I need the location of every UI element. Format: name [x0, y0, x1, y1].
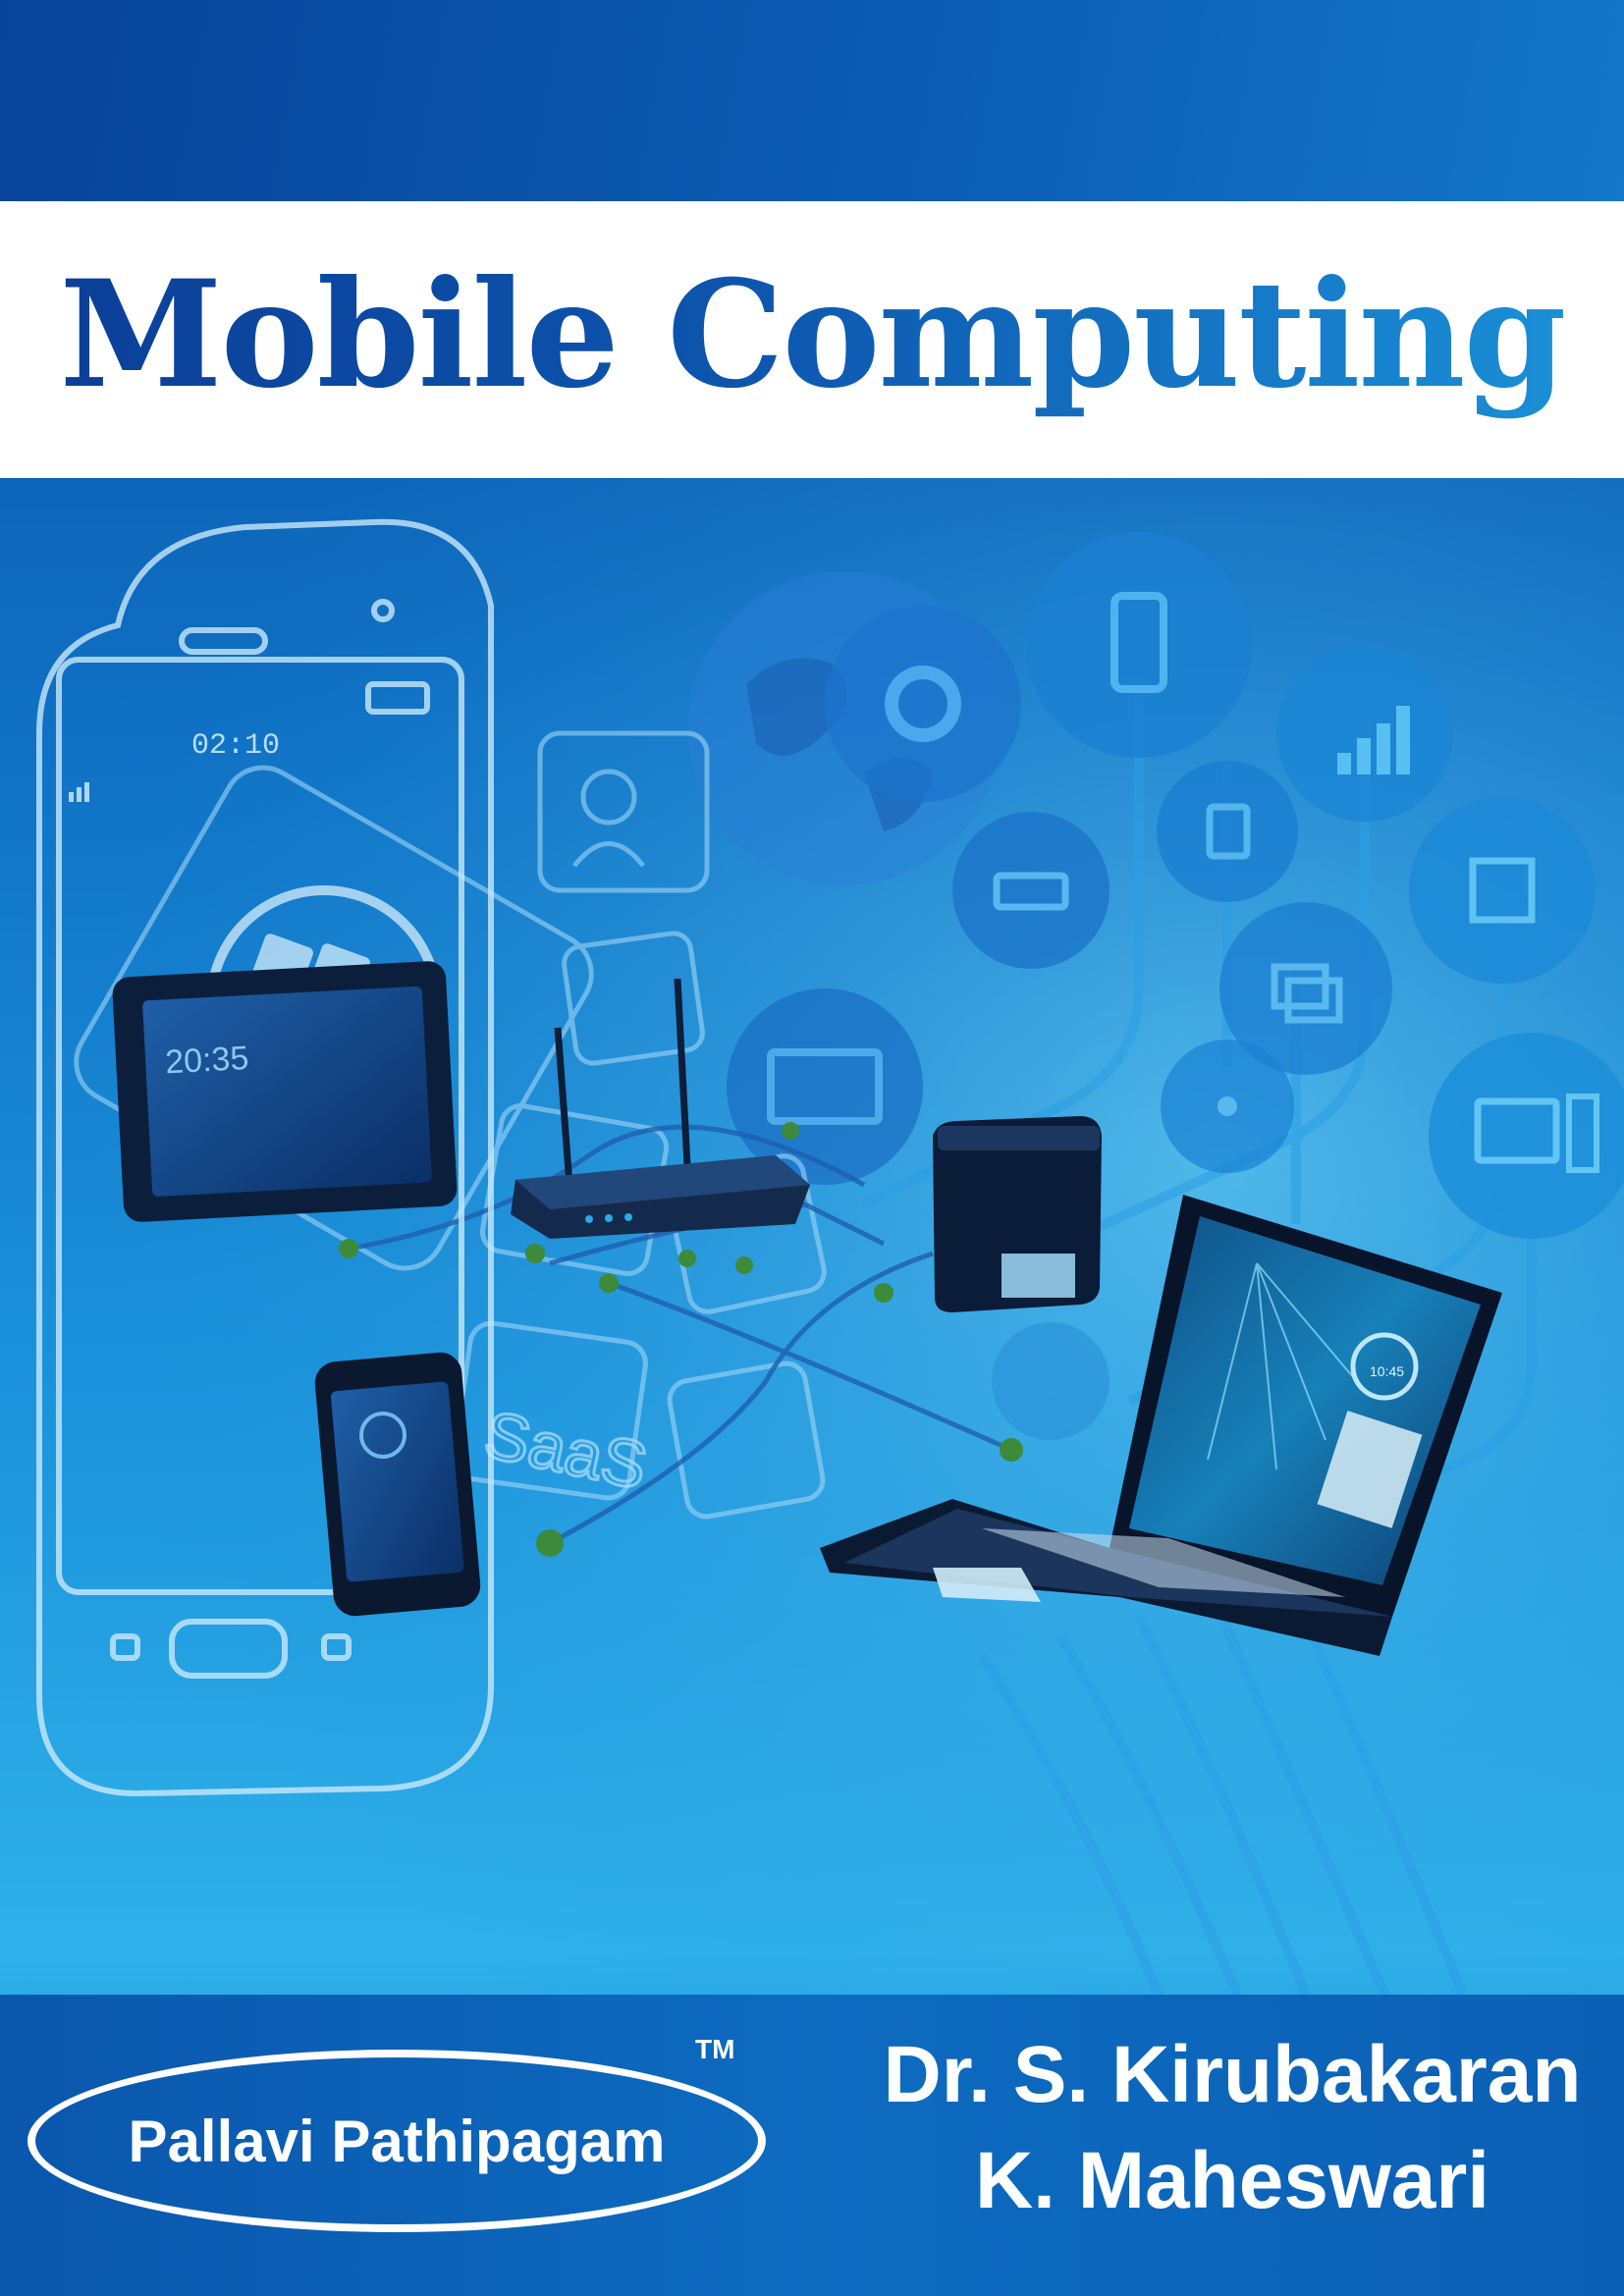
sd-card-icon [1157, 761, 1298, 902]
monitor-icon [727, 988, 923, 1185]
chip-icon [1409, 797, 1596, 984]
desktop-computer-icon [1429, 1033, 1624, 1239]
heart-tile [667, 1361, 826, 1520]
top-band [0, 0, 1624, 201]
trademark-mark: TM [695, 2034, 735, 2064]
book-title: Mobile Computing [59, 248, 1567, 421]
touchpad [933, 1568, 1041, 1602]
author-name: Dr. S. Kirubakaran [883, 2030, 1582, 2119]
keyboard [982, 1528, 1345, 1597]
gear-icon [825, 606, 1021, 802]
author-list: Dr. S. Kirubakaran K. Maheswari [864, 2022, 1600, 2234]
author-name: K. Maheswari [974, 2136, 1490, 2225]
battery-icon [952, 812, 1110, 969]
tablet-clock: 20:35 [164, 1040, 249, 1081]
smartphone [314, 1352, 481, 1617]
signal-icon [69, 782, 89, 802]
cover-illustration: SaaS [0, 478, 1624, 1995]
external-drive [933, 1116, 1102, 1312]
laptop-clock: 10:45 [1370, 1363, 1404, 1379]
outline-phone [36, 518, 494, 1797]
signal-bars-icon [1276, 645, 1453, 822]
usb-icon [992, 1322, 1110, 1440]
icon-bubbles [727, 532, 1624, 1440]
network-nodes [339, 1122, 1023, 1557]
title-bar: Mobile Computing [0, 201, 1624, 478]
home-button [169, 1619, 288, 1679]
battery-indicator [365, 681, 430, 715]
compass-tile [562, 931, 705, 1066]
publisher-name: Pallavi Pathipagam [128, 2108, 666, 2174]
laptop: 10:45 [820, 1195, 1502, 1656]
wifi-router [511, 978, 810, 1239]
smartphone-icon [1026, 532, 1252, 758]
tablet: 20:35 [112, 961, 458, 1222]
contacts-tile [537, 730, 710, 893]
phone-clock: 02:10 [191, 729, 280, 763]
publisher-logo: Pallavi Pathipagam [27, 2050, 766, 2232]
windows-icon [1219, 902, 1392, 1075]
